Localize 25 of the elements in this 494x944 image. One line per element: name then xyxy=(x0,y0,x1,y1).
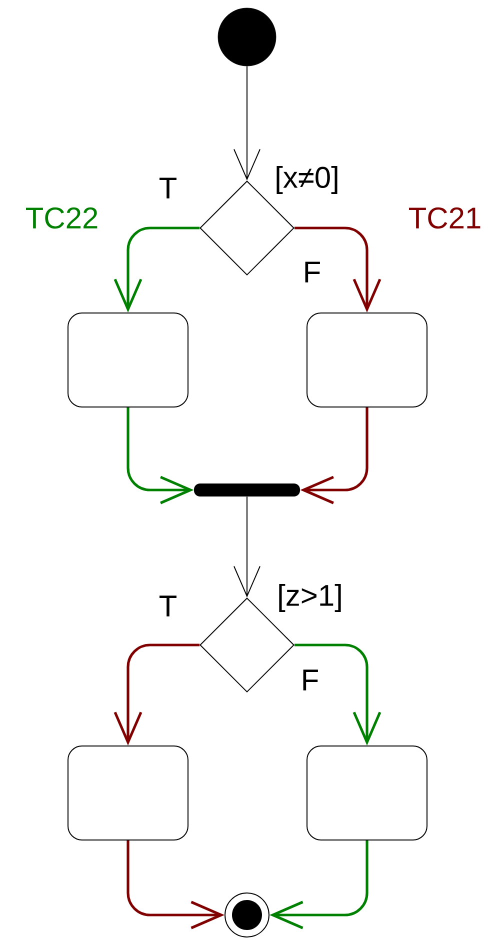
arrow xyxy=(294,644,382,746)
arrow xyxy=(234,496,260,598)
edge-label: [z>1] xyxy=(276,583,344,613)
edge-label: F xyxy=(300,668,320,692)
test-case-label: TC22 xyxy=(26,207,98,229)
arrow xyxy=(126,408,194,504)
test-case-label: TC21 xyxy=(409,207,480,229)
edge-label: [x≠0] xyxy=(274,165,340,195)
end-circle xyxy=(224,892,270,938)
edge-label: T xyxy=(158,176,178,200)
state-box xyxy=(68,746,188,840)
arrow xyxy=(270,840,368,930)
edge-label: F xyxy=(302,260,322,284)
arrow xyxy=(294,226,382,312)
state-box xyxy=(306,746,428,840)
arrow xyxy=(114,644,200,746)
fork-bar xyxy=(194,484,300,496)
edge-label: T xyxy=(158,594,178,618)
arrow xyxy=(234,66,260,180)
state-box xyxy=(68,312,188,408)
arrow xyxy=(114,226,200,312)
state-box xyxy=(306,312,428,408)
arrow xyxy=(300,408,368,504)
arrow xyxy=(126,840,224,930)
start-dot xyxy=(218,8,276,66)
